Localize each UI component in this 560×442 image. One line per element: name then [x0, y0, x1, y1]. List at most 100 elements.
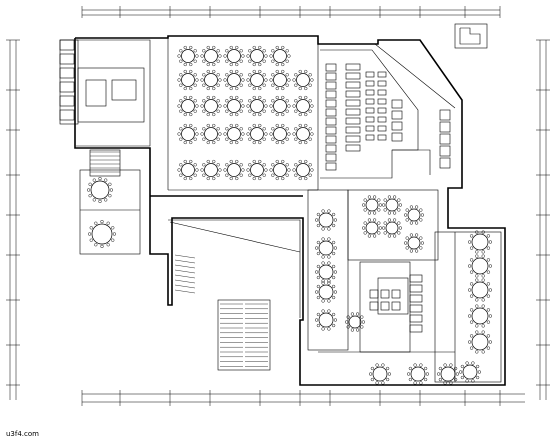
chair — [246, 132, 250, 136]
chair — [455, 372, 460, 376]
chair — [475, 298, 479, 302]
chair — [235, 176, 239, 181]
chair — [327, 299, 331, 303]
chair — [361, 320, 366, 324]
chair — [316, 240, 321, 245]
chair — [477, 370, 482, 374]
table-top — [471, 307, 489, 325]
chair — [475, 304, 479, 308]
private-room-table — [467, 304, 493, 328]
chair — [271, 109, 275, 113]
chair — [281, 176, 285, 181]
service-room — [439, 109, 451, 121]
chair — [206, 86, 210, 91]
kitchen-equipment — [377, 134, 387, 141]
table-top — [204, 127, 218, 141]
stair-tread — [174, 274, 196, 279]
chair — [486, 282, 491, 286]
chair — [189, 86, 193, 91]
chair — [239, 163, 243, 167]
kitchen-equipment — [391, 121, 403, 131]
chair — [195, 168, 199, 172]
chair — [475, 364, 480, 369]
chair — [262, 173, 266, 177]
chair — [486, 334, 491, 338]
dining-hall-table — [177, 45, 199, 67]
chair — [179, 99, 183, 103]
chair — [372, 195, 377, 199]
chair — [225, 49, 229, 53]
table-top — [296, 127, 310, 141]
chair — [419, 218, 423, 222]
chair — [108, 182, 112, 186]
dining-hall-table — [269, 159, 291, 181]
chair — [387, 218, 392, 222]
chair — [179, 137, 183, 141]
chair — [285, 83, 289, 87]
chair — [294, 109, 298, 113]
elevator-shaft — [391, 289, 401, 299]
chair — [481, 254, 485, 258]
chair — [239, 109, 243, 113]
chair — [381, 381, 385, 385]
table-top — [181, 163, 195, 177]
table-top — [385, 198, 399, 212]
chair — [327, 261, 331, 265]
chair — [225, 173, 229, 177]
chair — [298, 140, 302, 145]
chair — [206, 69, 210, 74]
chair — [225, 59, 229, 63]
chair — [193, 137, 197, 141]
chair — [275, 95, 279, 100]
chair — [436, 372, 441, 376]
chair — [383, 221, 387, 225]
chair — [212, 62, 216, 67]
chair — [294, 83, 298, 87]
chair — [252, 69, 256, 74]
chair — [331, 284, 336, 289]
chair — [304, 112, 308, 117]
table-top — [440, 366, 456, 382]
chair — [287, 104, 291, 108]
grid-axis-markers — [6, 6, 550, 406]
chair — [206, 45, 210, 50]
chair — [285, 99, 289, 103]
chair — [475, 274, 479, 278]
chair — [248, 49, 252, 53]
chair — [397, 198, 401, 202]
table-top — [273, 73, 287, 87]
chair — [378, 203, 383, 207]
chair — [333, 318, 338, 322]
chair — [398, 203, 403, 207]
dining-tables — [86, 45, 493, 385]
private-room-table — [314, 261, 338, 283]
chair — [258, 45, 262, 50]
chair — [212, 176, 216, 181]
table-top — [204, 163, 218, 177]
chair — [248, 99, 252, 103]
chair — [488, 240, 493, 244]
kitchen-equipment — [345, 135, 361, 143]
key-plan-outline — [459, 27, 481, 45]
chair — [481, 278, 485, 282]
chair — [408, 366, 413, 371]
chair — [408, 377, 413, 382]
chair — [486, 234, 491, 238]
chair — [486, 270, 491, 274]
kitchen-equipment — [345, 117, 361, 125]
stair-tread — [174, 284, 196, 289]
chair — [223, 168, 227, 172]
chair — [409, 249, 414, 253]
chair — [409, 221, 414, 225]
chair — [381, 203, 386, 207]
chair — [216, 49, 220, 53]
chair — [88, 194, 92, 198]
chair — [202, 49, 206, 53]
stair-tread — [174, 264, 196, 269]
chair — [252, 86, 256, 91]
kitchen-counter — [325, 81, 337, 90]
chair — [370, 377, 375, 382]
chair — [108, 194, 112, 198]
annex-table — [87, 219, 117, 249]
chair — [258, 159, 262, 164]
